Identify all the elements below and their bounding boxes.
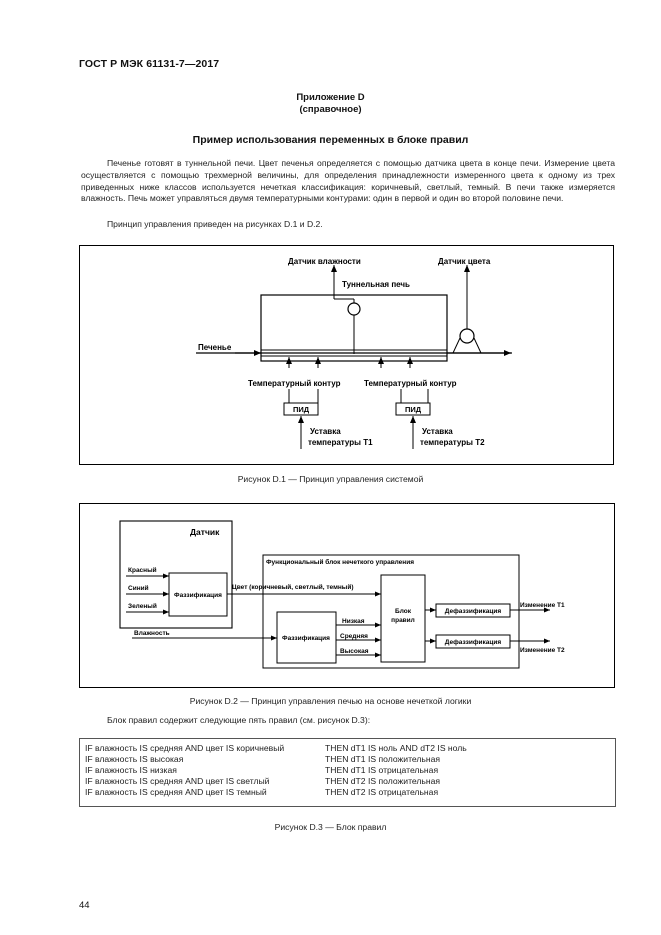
- medium-label: Средняя: [340, 633, 368, 640]
- loop2-label: Температурный контур: [364, 379, 457, 388]
- fuzzy-block-box: [262, 554, 520, 669]
- rule-block-label-2: правил: [391, 617, 415, 624]
- pid2-box: [395, 402, 431, 416]
- figure-d1-diagram: Датчик влажности Датчик цвета Туннельная…: [196, 257, 512, 449]
- loop1-label: Температурный контур: [248, 379, 341, 388]
- low-label: Низкая: [342, 618, 365, 625]
- page-number: 44: [79, 900, 90, 911]
- section-title: Пример использования переменных в блоке …: [192, 134, 469, 146]
- figure-d2-diagram: Датчик Красный Синий Зеленый Фаззификаци…: [119, 520, 565, 669]
- setpoint1-line2: температуры T1: [308, 438, 373, 447]
- rule-row: IF влажность IS средняя AND цвет IS свет…: [85, 776, 605, 787]
- change-t2-label: Изменение T2: [520, 647, 565, 654]
- rule-row: IF влажность IS средняя AND цвет IS темн…: [85, 787, 605, 798]
- rule-then: THEN dT1 IS положительная: [325, 754, 441, 764]
- humidity-label: Влажность: [134, 630, 170, 637]
- humidity-sensor-icon: [347, 302, 361, 316]
- rule-then: THEN dT1 IS ноль AND dT2 IS ноль: [325, 743, 467, 753]
- rule-block-box: [380, 574, 426, 663]
- setpoint1-line1: Уставка: [310, 427, 341, 436]
- rule-if: IF влажность IS низкая: [85, 765, 177, 775]
- sensor-label: Датчик: [190, 527, 220, 537]
- rule-if: IF влажность IS высокая: [85, 754, 184, 764]
- red-label: Красный: [128, 566, 157, 574]
- rule-if: IF влажность IS средняя AND цвет IS кори…: [85, 743, 285, 753]
- paragraph-reference: Принцип управления приведен на рисунках …: [107, 219, 323, 229]
- color-sensor-label: Датчик цвета: [438, 257, 491, 266]
- rule-row: IF влажность IS низкая THEN dT1 IS отриц…: [85, 765, 605, 776]
- figure-d3-caption: Рисунок D.3 — Блок правил: [274, 822, 387, 832]
- pid1-box: [283, 402, 319, 416]
- fuzzify1-label: Фаззификация: [174, 592, 222, 599]
- figure-d1-frame: Датчик влажности Датчик цвета Туннельная…: [79, 245, 614, 465]
- fuzzy-block-label: Функциональный блок нечеткого управления: [266, 558, 414, 566]
- blue-label: Синий: [128, 584, 149, 592]
- annex-type: (справочное): [299, 104, 362, 115]
- rule-then: THEN dT2 IS отрицательная: [325, 787, 439, 797]
- paragraph-intro: Печенье готовят в туннельной печи. Цвет …: [81, 158, 615, 204]
- setpoint2-line1: Уставка: [422, 427, 453, 436]
- figure-d1-caption: Рисунок D.1 — Принцип управления системо…: [237, 474, 424, 484]
- humidity-sensor-label: Датчик влажности: [288, 257, 361, 266]
- sensor-box: [119, 520, 233, 629]
- change-t1-label: Изменение T1: [520, 602, 565, 609]
- green-label: Зеленый: [128, 602, 157, 610]
- rule-if: IF влажность IS средняя AND цвет IS свет…: [85, 776, 270, 786]
- oven-label: Туннельная печь: [342, 280, 410, 289]
- rule-row: IF влажность IS средняя AND цвет IS кори…: [85, 743, 605, 754]
- fuzzify2-label: Фаззификация: [282, 635, 330, 642]
- rule-block-label-1: Блок: [395, 608, 412, 615]
- rule-block-table: IF влажность IS средняя AND цвет IS кори…: [79, 738, 616, 807]
- document-code: ГОСТ Р МЭК 61131-7—2017: [79, 58, 220, 70]
- figure-d2-frame: Датчик Красный Синий Зеленый Фаззификаци…: [79, 503, 615, 688]
- defuzz1-label: Дефаззификация: [445, 608, 502, 615]
- pid1-label: ПИД: [293, 405, 310, 414]
- defuzz2-label: Дефаззификация: [445, 639, 502, 646]
- setpoint2-line2: температуры T2: [420, 438, 485, 447]
- biscuits-label: Печенье: [198, 343, 232, 352]
- annex-label: Приложение D: [296, 92, 365, 103]
- rules-intro: Блок правил содержит следующие пять прав…: [107, 715, 371, 725]
- rule-if: IF влажность IS средняя AND цвет IS темн…: [85, 787, 267, 797]
- rule-row: IF влажность IS высокая THEN dT1 IS поло…: [85, 754, 605, 765]
- oven-box: [260, 294, 448, 362]
- rule-then: THEN dT2 IS положительная: [325, 776, 441, 786]
- color-line-label: Цвет (коричневый, светлый, темный): [232, 583, 354, 591]
- rule-then: THEN dT1 IS отрицательная: [325, 765, 439, 775]
- color-sensor-icon: [459, 328, 475, 344]
- high-label: Высокая: [340, 648, 369, 655]
- figure-d2-caption: Рисунок D.2 — Принцип управления печью н…: [189, 696, 472, 706]
- pid2-label: ПИД: [405, 405, 422, 414]
